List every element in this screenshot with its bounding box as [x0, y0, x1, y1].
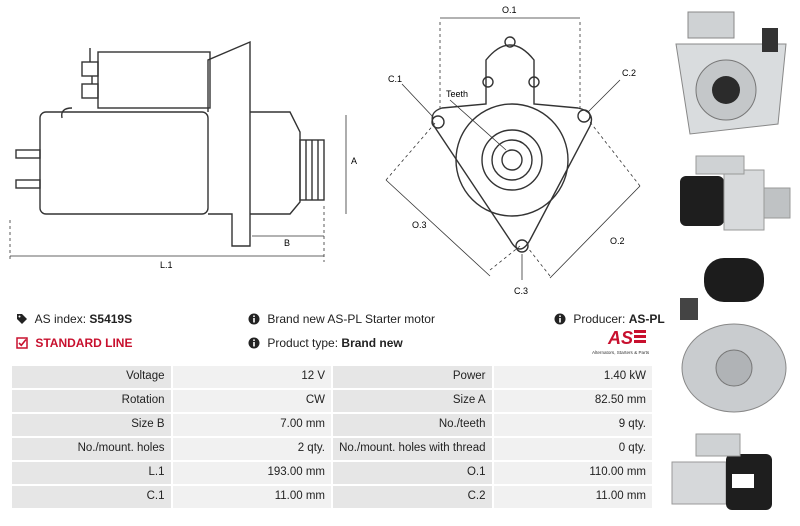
- spec-value: 82.50 mm: [493, 390, 652, 412]
- b-label: B: [284, 238, 290, 248]
- description-line: Brand new AS-PL Starter motor: [248, 312, 435, 326]
- spec-label: Size A: [333, 390, 492, 412]
- solenoid-outline: [97, 51, 211, 109]
- l1-label: L.1: [160, 260, 173, 270]
- o3-label: O.3: [412, 220, 427, 230]
- spec-label: C.2: [333, 486, 492, 508]
- spec-value: CW: [172, 390, 331, 412]
- spec-value: 1.40 kW: [493, 366, 652, 388]
- spec-value: 110.00 mm: [493, 462, 652, 484]
- o2-label: O.2: [610, 236, 625, 246]
- flange-outline: [431, 44, 593, 250]
- as-pl-logo: AS Alternators, Starters & Parts: [592, 328, 650, 355]
- spec-value: 7.00 mm: [172, 414, 331, 436]
- logo-text: AS: [607, 328, 633, 348]
- product-type-label: Product type:: [267, 336, 339, 350]
- spec-label: Size B: [12, 414, 171, 436]
- spec-value: 193.00 mm: [172, 462, 331, 484]
- product-photo-front: [675, 11, 787, 135]
- info-icon: [554, 313, 566, 325]
- technical-drawings: L.1 A B O.1 O.3 O.2 C.1 C.2 C.3 Teeth: [9, 5, 641, 296]
- as-index-line: AS index: S5419S: [16, 312, 132, 326]
- checkbox-checked-icon: [16, 337, 28, 349]
- product-type-value: Brand new: [341, 336, 403, 350]
- as-index-label: AS index:: [34, 312, 87, 326]
- spec-label: No./mount. holes with thread: [333, 438, 492, 460]
- product-photo-side-label: [671, 433, 772, 510]
- c3-label: C.3: [514, 286, 528, 296]
- producer-value: AS-PL: [628, 312, 665, 326]
- product-photo-side: [680, 155, 791, 231]
- standard-line-label: STANDARD LINE: [35, 336, 133, 350]
- as-index-value: S5419S: [89, 312, 133, 326]
- c1-label: C.1: [388, 74, 402, 84]
- description-text: Brand new AS-PL Starter motor: [267, 312, 435, 326]
- teeth-label: Teeth: [446, 89, 468, 99]
- spec-value: 9 qty.: [493, 414, 652, 436]
- spec-value: 11.00 mm: [172, 486, 331, 508]
- info-icon: [248, 313, 260, 325]
- spec-label: Power: [333, 366, 492, 388]
- spec-label: L.1: [12, 462, 171, 484]
- motor-body-outline: [39, 111, 209, 215]
- producer-label: Producer:: [573, 312, 626, 326]
- spec-label: Voltage: [12, 366, 171, 388]
- producer-line: Producer: AS-PL: [554, 312, 665, 326]
- logo-tagline: Alternators, Starters & Parts: [592, 350, 650, 355]
- spec-value: 11.00 mm: [493, 486, 652, 508]
- tag-icon: [17, 314, 27, 324]
- spec-label: O.1: [333, 462, 492, 484]
- product-photo-rear: [680, 258, 787, 413]
- o1-label: O.1: [502, 5, 517, 15]
- spec-value: 0 qty.: [493, 438, 652, 460]
- product-type-line: Product type: Brand new: [248, 336, 403, 350]
- spec-value: 2 qty.: [172, 438, 331, 460]
- spec-value: 12 V: [172, 366, 331, 388]
- standard-line-row: STANDARD LINE: [16, 336, 132, 350]
- spec-label: No./mount. holes: [12, 438, 171, 460]
- c2-label: C.2: [622, 68, 636, 78]
- a-label: A: [351, 156, 357, 166]
- spec-label: C.1: [12, 486, 171, 508]
- spec-label: No./teeth: [333, 414, 492, 436]
- info-icon: [248, 337, 260, 349]
- spec-label: Rotation: [12, 390, 171, 412]
